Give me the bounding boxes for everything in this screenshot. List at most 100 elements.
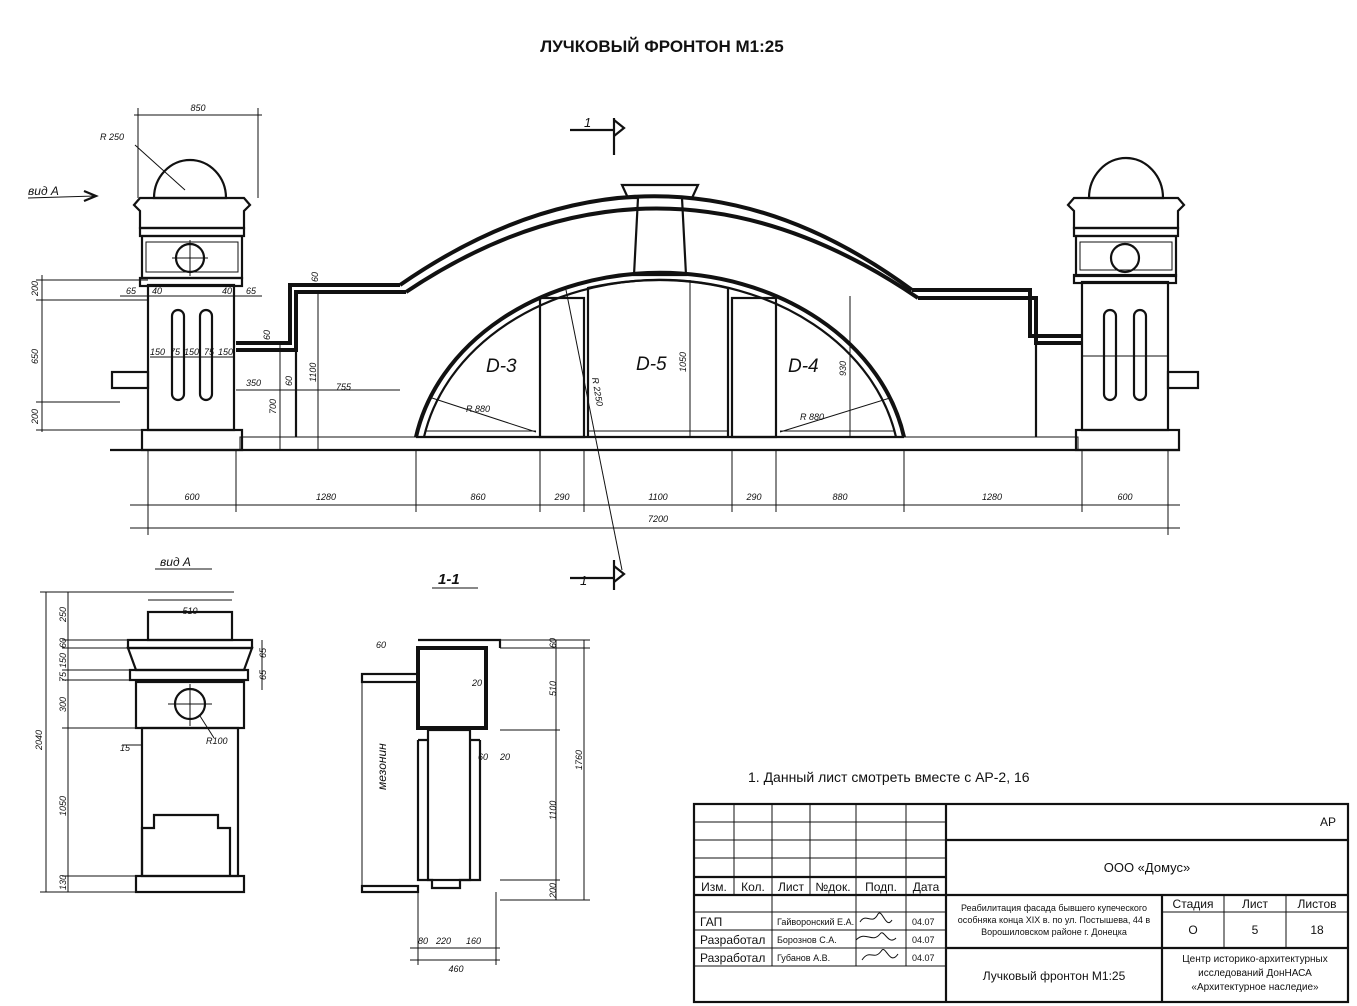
stamp-sheets-label: Листов (1298, 897, 1337, 911)
stamp-sheet-name: Лучковый фронтон М1:25 (983, 969, 1126, 983)
section-h-1: 510 (548, 681, 558, 696)
dim-d4-height: 930 (838, 361, 848, 376)
view-a-h-1: 60 (58, 638, 68, 648)
stamp-project-line2: особняка конца XIX в. по ул. Постышева, … (958, 915, 1151, 925)
stamp-date-2: 04.07 (912, 953, 935, 963)
view-a-drawing: вид А 510 250 60 150 75 300 15 1050 (34, 555, 268, 894)
stamp-stage: О (1188, 923, 1197, 937)
section-h-0: 60 (548, 638, 558, 648)
mezonin-label: мезонин (375, 743, 389, 790)
dim-d5-height: 1050 (678, 352, 688, 372)
section-mark-top: 1 (584, 115, 591, 130)
dim-window-radius-left: R 880 (466, 404, 490, 414)
stamp-org-line3: «Архитектурное наследие» (1191, 982, 1319, 993)
stamp-org-line1: Центр историко-архитектурных (1182, 954, 1328, 965)
view-a-h-3: 75 (58, 671, 68, 682)
dim-bottom-4: 1100 (648, 492, 667, 502)
view-a-h-7: 130 (58, 875, 68, 890)
dim-mid-2: 60 (310, 272, 320, 282)
section-bottom-2: 160 (466, 936, 481, 946)
dim-mid-4: 60 (284, 376, 294, 386)
view-a-side-0: 65 (258, 647, 268, 658)
signature-drawing (855, 912, 899, 961)
dim-slot-0: 150 (150, 347, 165, 357)
view-a-label-bottom: вид А (160, 555, 191, 569)
dim-mid-6: 1100 (308, 363, 318, 382)
section-small-2: 20 (499, 752, 510, 762)
stamp-header-5: Дата (913, 880, 940, 894)
view-a-side-1: 65 (258, 669, 268, 680)
dim-left-h-0: 200 (30, 281, 40, 297)
stamp-header-0: Изм. (701, 880, 727, 894)
dim-bottom-0: 600 (184, 492, 199, 502)
stamp-sheet-no: 5 (1252, 923, 1259, 937)
dim-left-h-1: 650 (30, 349, 40, 364)
section-mark-bottom: 1 (580, 573, 587, 588)
dim-dome-radius: R 250 (100, 132, 124, 142)
section-small-1: 60 (376, 640, 386, 650)
dim-bottom-7: 1280 (982, 492, 1002, 502)
dim-pillar-small-2: 40 (222, 286, 232, 296)
stamp-role-1: Разработал (700, 933, 765, 947)
stamp-role-0: ГАП (700, 915, 722, 929)
stamp-date-0: 04.07 (912, 917, 935, 927)
view-a-label-top: вид А (28, 184, 59, 198)
left-pillar (132, 158, 252, 432)
view-a-h-0: 250 (58, 607, 68, 623)
section-bottom-1: 220 (435, 936, 451, 946)
dim-arch-radius: R 2250 (590, 377, 605, 407)
stamp-header-2: Лист (778, 880, 805, 894)
stamp-project-line1: Реабилитация фасада бывшего купеческого (961, 903, 1147, 913)
view-a-h-2: 150 (58, 653, 68, 668)
stamp-role-2: Разработал (700, 951, 765, 965)
dim-bottom-6: 880 (832, 492, 847, 502)
stamp-date-1: 04.07 (912, 935, 935, 945)
sheet-title: ЛУЧКОВЫЙ ФРОНТОН М1:25 (540, 37, 783, 56)
stamp-code: АР (1320, 815, 1336, 829)
section-h-3: 200 (548, 883, 558, 899)
dim-slot-3: 75 (204, 347, 215, 357)
dim-mid-1: 755 (336, 382, 352, 392)
dimension-lines-main (36, 108, 1180, 535)
dim-pillar-small-0: 65 (126, 286, 137, 296)
view-a-total-height: 2040 (34, 730, 44, 751)
dim-bottom-3: 290 (553, 492, 569, 502)
title-block: Изм. Кол. Лист №док. Подп. Дата ГАП Гайв… (692, 802, 1350, 1004)
dim-bottom-8: 600 (1117, 492, 1132, 502)
stamp-sheet-label: Лист (1242, 897, 1269, 911)
dimension-texts-main: 600 1280 860 290 1100 290 880 1280 600 7… (30, 103, 1133, 524)
stamp-name-2: Губанов А.В. (777, 953, 830, 963)
stamp-org-line2: исследований ДонНАСА (1198, 968, 1312, 979)
dim-left-h-2: 200 (30, 409, 40, 425)
dim-slot-4: 150 (218, 347, 233, 357)
view-a-h-5: 15 (120, 743, 131, 753)
dim-bottom-5: 290 (745, 492, 761, 502)
view-a-h-4: 300 (58, 697, 68, 712)
stamp-company: ООО «Домус» (1104, 860, 1191, 875)
stamp-name-1: Борознов С.А. (777, 935, 837, 945)
dim-top-width: 850 (190, 103, 205, 113)
right-pillar (1066, 156, 1186, 432)
section-total-height: 1760 (574, 750, 584, 770)
main-elevation: 1 1 D-3 D-5 D-4 вид А (27, 103, 1200, 590)
stamp-stage-label: Стадия (1173, 897, 1214, 911)
sheet-note: 1. Данный лист смотреть вместе с АР-2, 1… (748, 769, 1030, 785)
dim-mid-5: 700 (268, 399, 278, 414)
view-a-dim-top: 510 (182, 606, 197, 616)
section-small-3: 60 (478, 752, 488, 762)
section-title: 1-1 (438, 571, 460, 588)
section-small-0: 20 (471, 678, 482, 688)
window-label-d5: D-5 (636, 354, 667, 375)
dim-pillar-small-3: 65 (246, 286, 257, 296)
stamp-name-0: Гайворонский Е.А. (777, 917, 854, 927)
dim-slot-2: 150 (184, 347, 199, 357)
dim-bottom-1: 1280 (316, 492, 336, 502)
dim-bottom-2: 860 (470, 492, 485, 502)
section-1-1-drawing: 1-1 мезонин 60 510 1100 200 1760 20 60 2… (360, 571, 590, 974)
dim-mid-0: 350 (246, 378, 261, 388)
window-label-d4: D-4 (788, 356, 819, 377)
window-label-d3: D-3 (486, 356, 517, 377)
section-bottom-0: 80 (418, 936, 428, 946)
stamp-sheets-total: 18 (1310, 923, 1324, 937)
